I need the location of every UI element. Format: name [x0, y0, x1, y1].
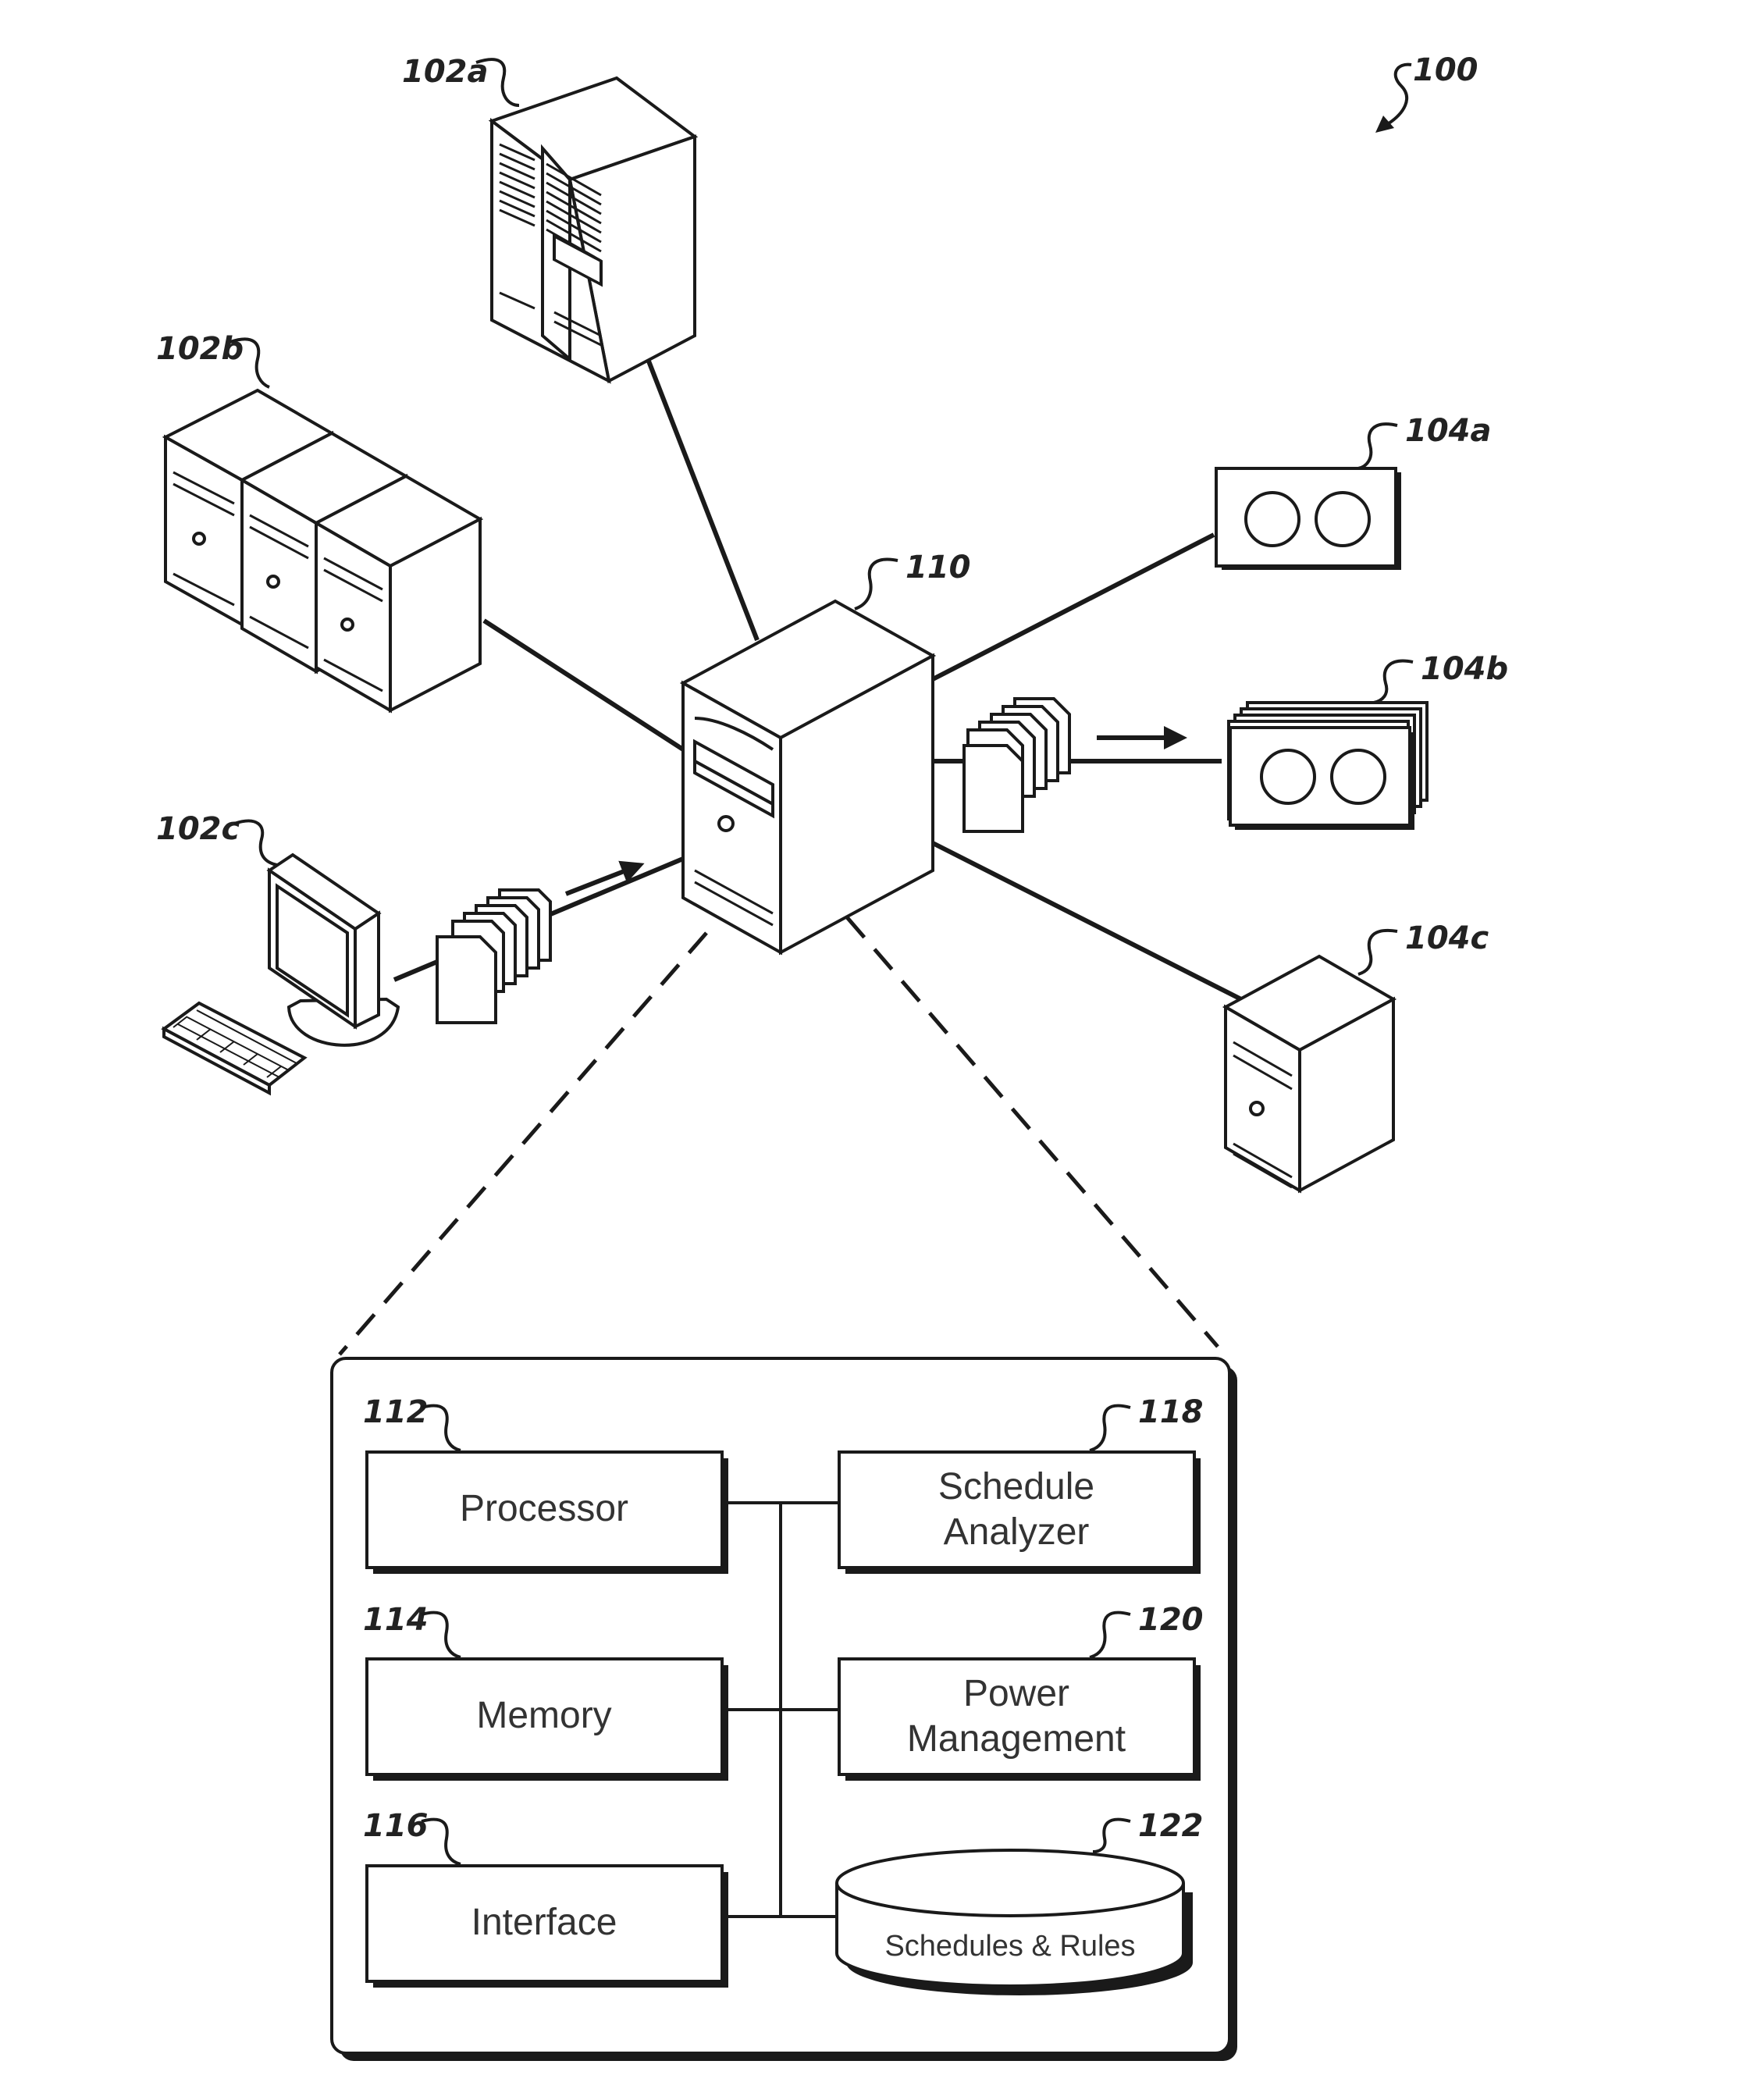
- document-stack-icon: [437, 890, 550, 1023]
- schedule-analyzer-label-2: Analyzer: [944, 1511, 1090, 1553]
- label-102c: 102c: [156, 811, 240, 847]
- label-102a-group: 102a: [402, 54, 519, 105]
- label-110-group: 110: [855, 550, 971, 609]
- tower-servers-icon: [165, 390, 480, 710]
- workstation-icon: [164, 855, 398, 1093]
- power-management-label-1: Power: [963, 1673, 1069, 1714]
- schedules-rules-label: Schedules & Rules: [884, 1930, 1135, 1963]
- label-110: 110: [906, 550, 971, 586]
- link-102b: [484, 621, 683, 749]
- server-detail-panel: Processor 112 Memory 114 Interface 116 S…: [332, 1358, 1237, 2061]
- tower-server-icon: [1226, 956, 1393, 1191]
- label-116: 116: [363, 1808, 429, 1844]
- label-102b: 102b: [156, 331, 244, 367]
- label-104b-group: 104b: [1374, 651, 1508, 703]
- label-102b-group: 102b: [156, 331, 269, 387]
- link-104c: [933, 843, 1241, 999]
- label-102a: 102a: [402, 54, 489, 90]
- power-management-label-2: Management: [907, 1718, 1126, 1760]
- label-112: 112: [363, 1394, 429, 1430]
- label-122: 122: [1138, 1808, 1204, 1844]
- schedule-analyzer-label-1: Schedule: [938, 1466, 1094, 1507]
- label-104a: 104a: [1405, 413, 1492, 449]
- label-104b: 104b: [1421, 651, 1508, 687]
- tape-drive-icon: [1216, 468, 1401, 570]
- interface-label: Interface: [471, 1902, 617, 1943]
- central-server-icon: [683, 601, 933, 952]
- label-114: 114: [363, 1602, 429, 1638]
- monitor-icon: [269, 855, 398, 1045]
- keyboard-icon: [164, 1003, 304, 1093]
- label-120: 120: [1138, 1602, 1204, 1638]
- figure-ref-label: 100: [1413, 52, 1478, 88]
- label-118: 118: [1138, 1394, 1204, 1430]
- link-104a: [933, 535, 1214, 679]
- link-102a: [648, 359, 757, 640]
- document-stack-icon: [964, 699, 1069, 831]
- processor-label: Processor: [460, 1488, 628, 1529]
- label-104a-group: 104a: [1358, 413, 1492, 468]
- rack-server-icon: [492, 78, 695, 381]
- memory-label: Memory: [476, 1695, 611, 1736]
- tape-drive-stack-icon: [1229, 703, 1427, 830]
- label-104c-group: 104c: [1358, 920, 1489, 974]
- label-102c-group: 102c: [156, 811, 277, 865]
- figure-ref-100: 100: [1375, 52, 1478, 133]
- label-104c: 104c: [1405, 920, 1489, 956]
- tower-server-icon: [316, 476, 480, 710]
